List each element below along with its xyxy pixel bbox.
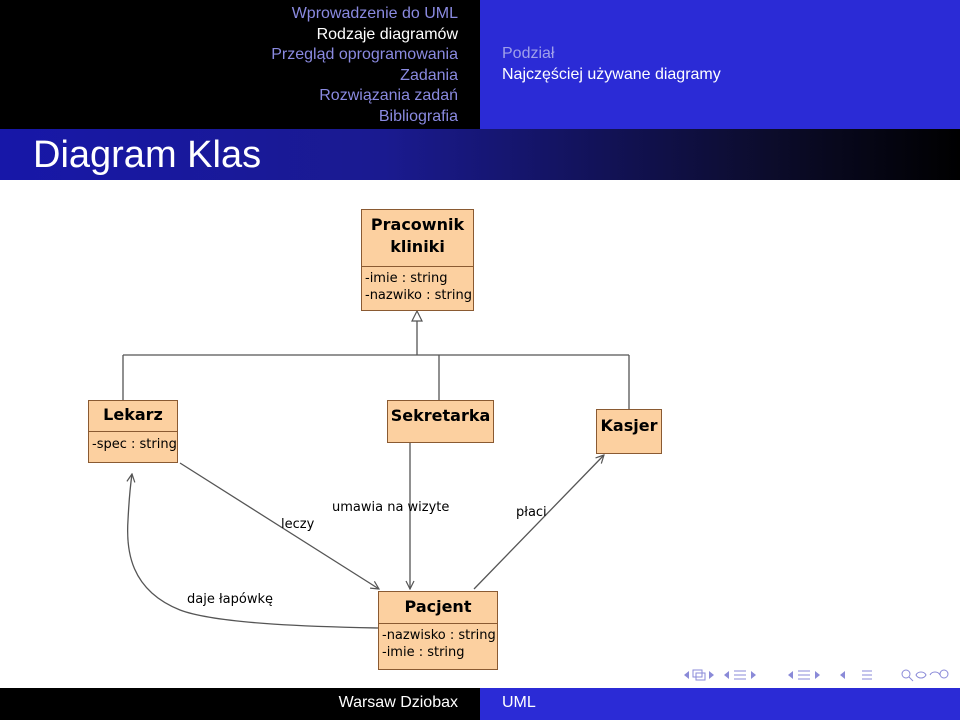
class-diagram: Pracownik kliniki -imie : string -nazwik… [0, 180, 960, 688]
class-attribute: -spec : string [92, 437, 177, 452]
class-name: Pacjent [404, 597, 472, 616]
association-label-lapowka: daje łapówkę [187, 592, 273, 607]
class-name: kliniki [390, 237, 445, 256]
section-link-intro[interactable]: Wprowadzenie do UML [291, 5, 458, 22]
section-link-tasks[interactable]: Zadania [400, 66, 458, 84]
navigation-symbols [680, 664, 950, 686]
subsection-forward-icon [751, 671, 756, 679]
search-icon [901, 669, 949, 682]
class-pracownik-kliniki: Pracownik kliniki -imie : string -nazwik… [361, 209, 474, 311]
attribute-compartment: -imie : string -nazwiko : string [362, 266, 473, 304]
generalization-tree [122, 312, 630, 409]
class-name: Kasjer [600, 416, 658, 435]
section-link-solutions[interactable]: Rozwiązania zadań [319, 87, 458, 105]
generalization-triangle [411, 309, 423, 322]
class-name: Lekarz [103, 405, 163, 424]
header-bar: Wprowadzenie do UML Rodzaje diagramów Pr… [0, 0, 960, 129]
section-link-software[interactable]: Przegląd oprogramowania [271, 46, 458, 64]
class-name: Sekretarka [390, 406, 491, 425]
association-label-leczy: leczy [281, 517, 315, 532]
class-attribute: -nazwisko : string [382, 628, 496, 643]
class-attribute: -imie : string [382, 645, 465, 660]
class-sekretarka: Sekretarka [387, 400, 494, 443]
section-list: Wprowadzenie do UML Rodzaje diagramów Pr… [271, 4, 458, 128]
association-leczy-line [179, 462, 379, 589]
section-link-diagram-types[interactable]: Rodzaje diagramów [316, 25, 458, 43]
footer-title: UML [502, 694, 536, 711]
section-navigation: Wprowadzenie do UML Rodzaje diagramów Pr… [0, 0, 480, 129]
class-pacjent: Pacjent -nazwisko : string -imie : strin… [378, 591, 498, 670]
association-lapowka-line [128, 474, 379, 629]
class-attribute: -nazwiko : string [365, 288, 472, 303]
frame-icon [692, 669, 706, 681]
association-placi-line [473, 455, 604, 590]
footer-bar: Warsaw Dziobax UML [0, 688, 960, 720]
association-label-placi: płaci [516, 505, 547, 520]
section-back-icon [788, 671, 793, 679]
class-name: Pracownik [370, 215, 465, 234]
attribute-compartment: -spec : string [89, 431, 177, 453]
section-forward-icon [815, 671, 820, 679]
subsection-link-common-diagrams[interactable]: Najczęściej używane diagramy [502, 65, 721, 83]
footer-left: Warsaw Dziobax [0, 688, 480, 720]
subsection-navigation: Podział Najczęściej używane diagramy [480, 0, 960, 129]
subsection-back-icon [724, 671, 729, 679]
footer-right: UML [480, 688, 960, 720]
section-link-bibliography[interactable]: Bibliografia [378, 107, 458, 125]
subsection-link-division[interactable]: Podział [502, 45, 555, 62]
document-back-icon [840, 671, 845, 679]
frame-forward-icon [709, 671, 714, 679]
diagram-connectors [122, 309, 630, 629]
class-kasjer: Kasjer [596, 409, 662, 454]
frame-title-bar: Diagram Klas [0, 129, 960, 180]
footer-author: Warsaw Dziobax [338, 694, 458, 711]
class-lekarz: Lekarz -spec : string [88, 400, 178, 463]
association-label-umawia: umawia na wizyte [332, 500, 450, 515]
section-icon [798, 670, 810, 680]
attribute-compartment: -nazwisko : string -imie : string [379, 623, 497, 661]
frame-title: Diagram Klas [33, 134, 262, 176]
subsection-icon [734, 670, 746, 680]
beamer-nav-icons [684, 669, 949, 682]
subsection-list: Podział Najczęściej używane diagramy [502, 44, 721, 85]
class-attribute: -imie : string [365, 271, 448, 286]
frame-back-icon [684, 671, 689, 679]
document-icon [862, 670, 872, 680]
